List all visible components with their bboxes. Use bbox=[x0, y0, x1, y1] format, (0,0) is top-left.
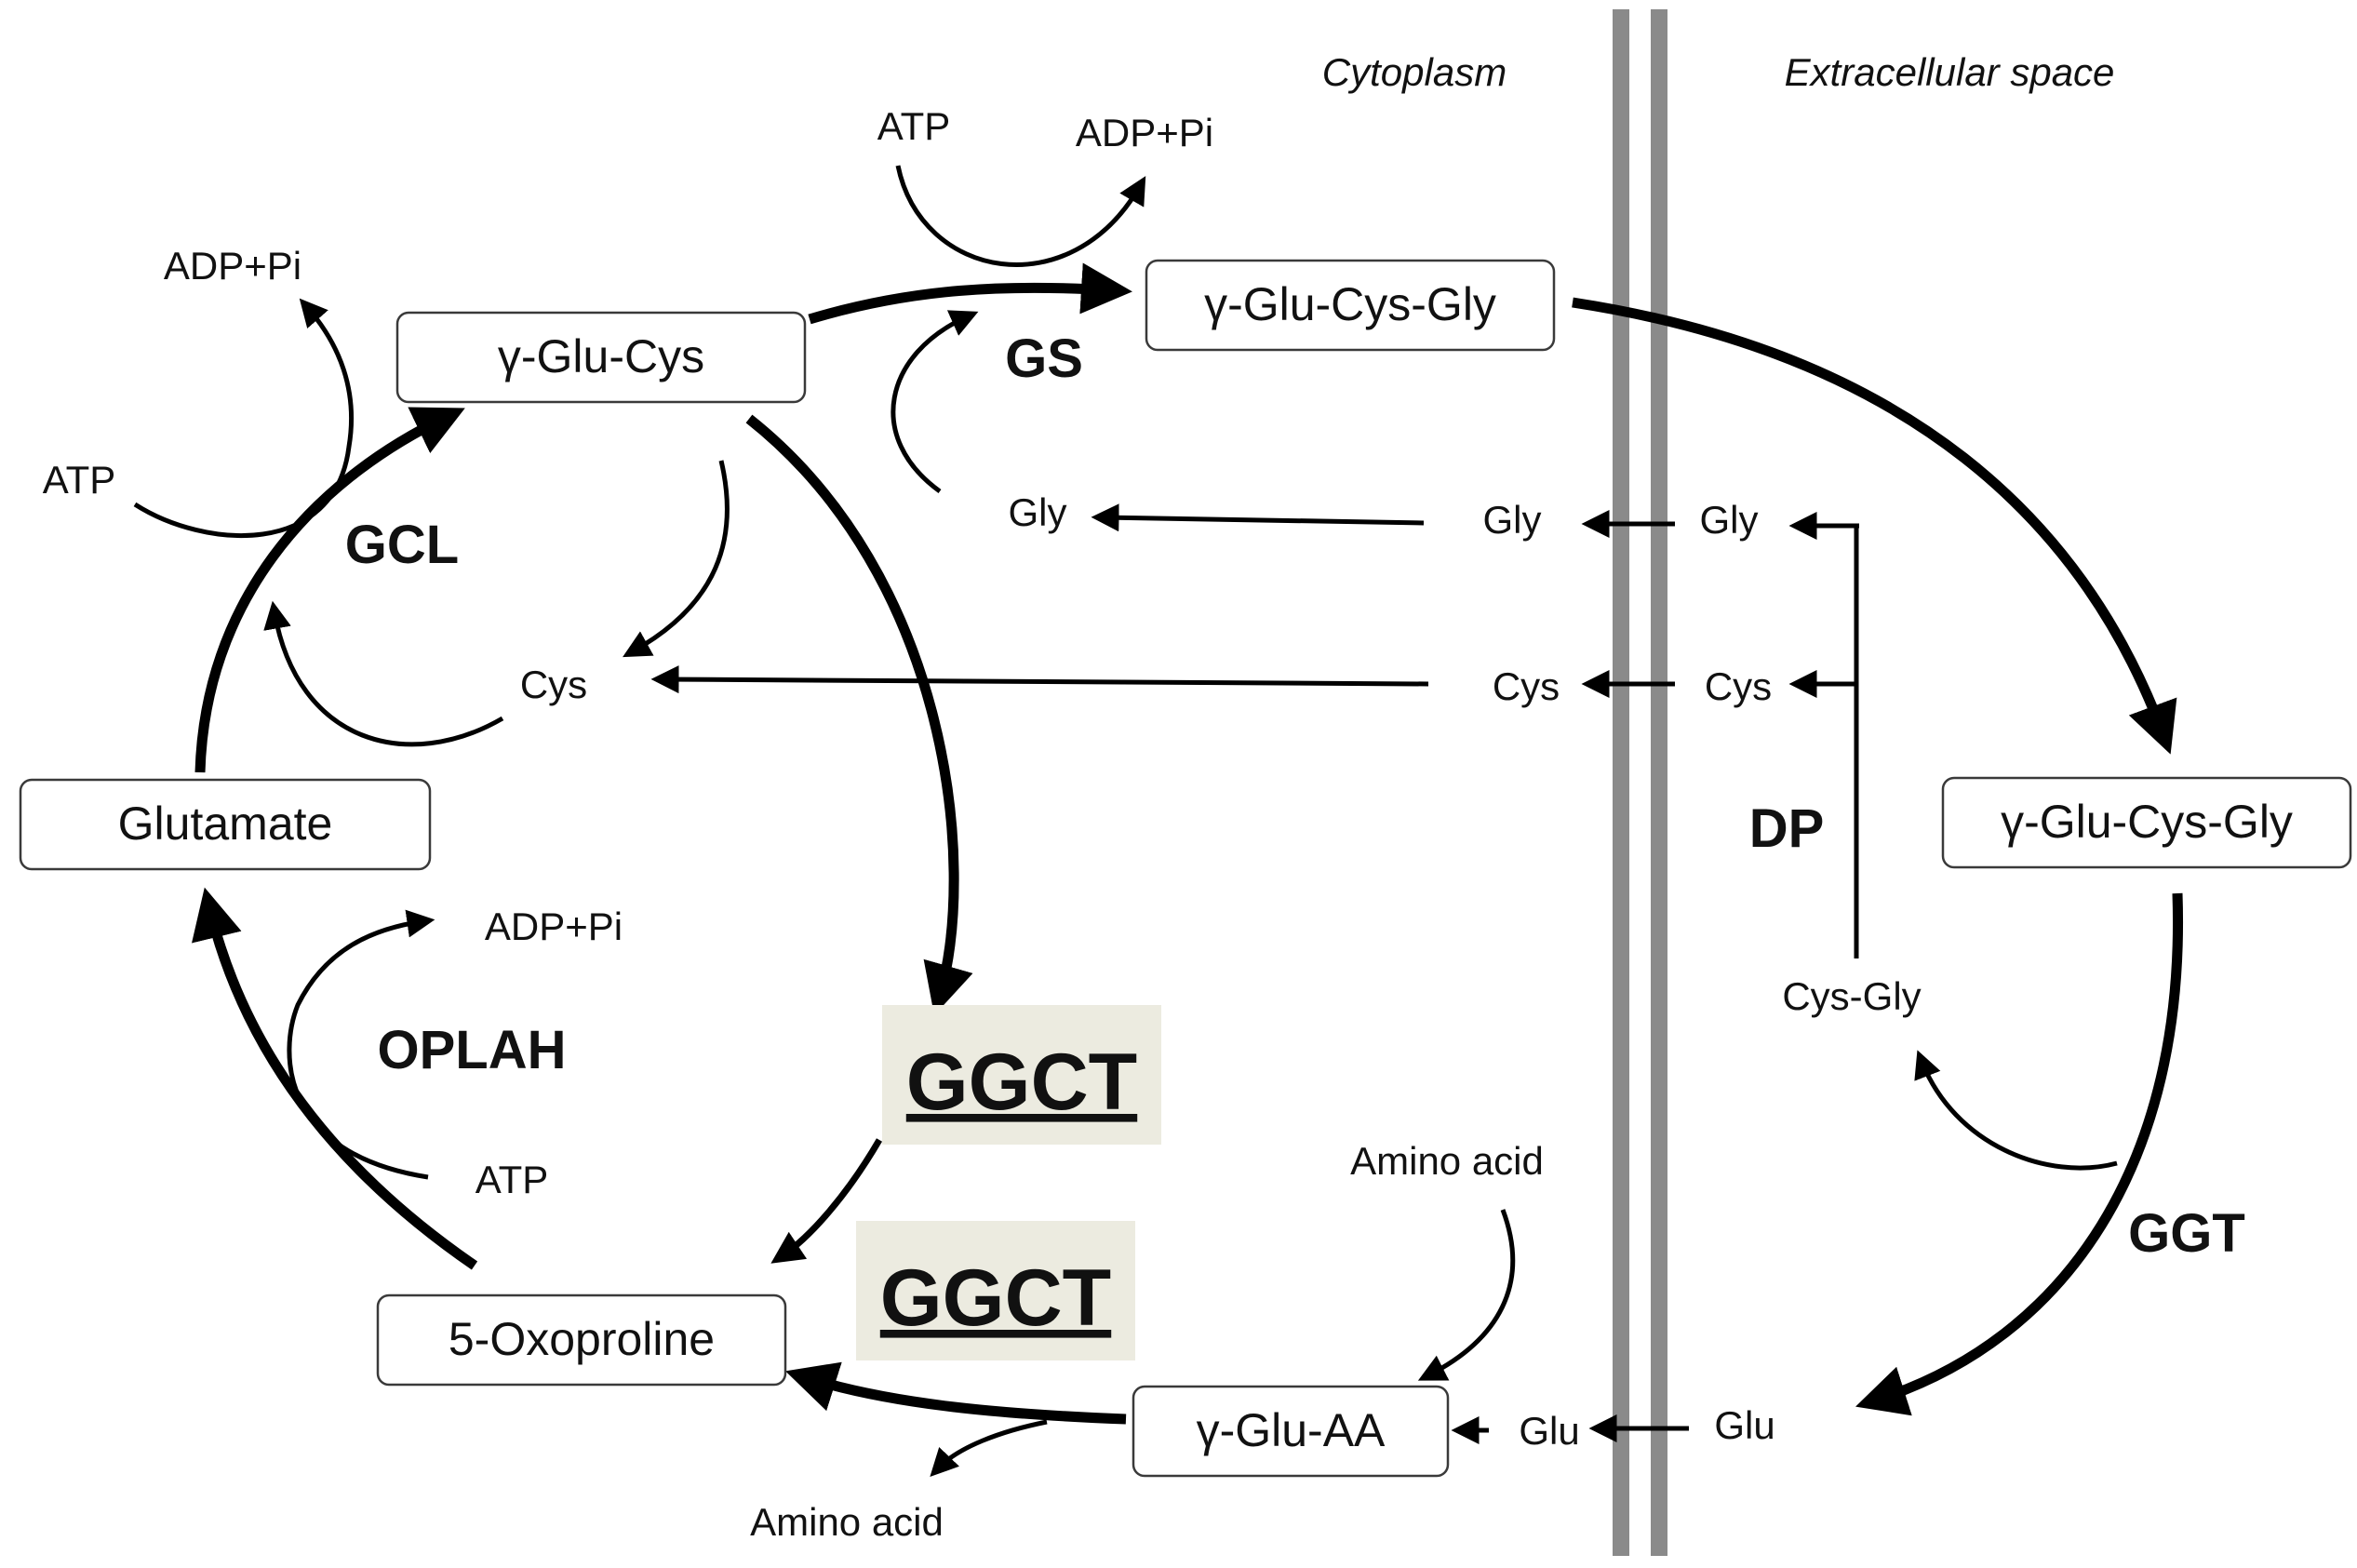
enzyme-oplah: OPLAH bbox=[378, 1020, 567, 1080]
arrow-oxoproline-to-glutamate bbox=[192, 887, 478, 1270]
enzyme-ggct-lower: GGCT bbox=[856, 1221, 1135, 1360]
svg-text:Glutamate: Glutamate bbox=[118, 797, 333, 850]
node-glu-cys: γ-Glu-Cys bbox=[395, 311, 807, 404]
node-gsh-extracellular: γ-Glu-Cys-Gly bbox=[1941, 776, 2352, 869]
extracellular-label: Extracellular space bbox=[1785, 50, 2115, 94]
arrow-atp-adp-oplah bbox=[287, 909, 435, 1180]
membrane-line-left bbox=[1613, 9, 1629, 1556]
arrow-glucys-to-cys bbox=[623, 460, 730, 658]
label-amino-acid-bottom: Amino acid bbox=[750, 1500, 944, 1544]
arrow-gluaa-to-oxoproline bbox=[785, 1361, 1127, 1425]
label-cys-membrane-out: Cys bbox=[1705, 664, 1772, 708]
arrow-gly-cytoplasm bbox=[1091, 503, 1425, 532]
enzyme-gcl: GCL bbox=[345, 515, 459, 575]
label-amino-acid-top: Amino acid bbox=[1350, 1139, 1544, 1183]
label-cys-cytoplasm: Cys bbox=[520, 663, 587, 706]
arrow-cys-into-gcl bbox=[263, 600, 504, 747]
arrow-aminoacid-uptake bbox=[1417, 1209, 1516, 1381]
arrow-atp-adp-gs bbox=[895, 165, 1146, 267]
svg-text:GGCT: GGCT bbox=[906, 1038, 1137, 1127]
arrow-glucys-to-oxoproline bbox=[745, 414, 973, 1016]
node-glutamate: Glutamate bbox=[19, 778, 432, 871]
label-adp-gcl: ADP+Pi bbox=[164, 244, 301, 288]
arrow-ggt-to-cysgly bbox=[1914, 1050, 2118, 1171]
label-atp-gcl: ATP bbox=[43, 458, 116, 502]
label-adp-oplah: ADP+Pi bbox=[485, 905, 623, 948]
svg-text:γ-Glu-Cys-Gly: γ-Glu-Cys-Gly bbox=[2001, 796, 2293, 848]
label-cys-membrane-in: Cys bbox=[1493, 664, 1560, 708]
arrow-ggt bbox=[1855, 892, 2184, 1416]
arrow-gly-into-gs bbox=[891, 310, 979, 494]
arrow-glutamate-to-glucys bbox=[194, 407, 465, 773]
arrow-gsh-export bbox=[1572, 297, 2177, 755]
enzyme-dp: DP bbox=[1749, 798, 1825, 859]
arrow-glucys-to-gsh bbox=[808, 262, 1132, 325]
label-atp-oplah: ATP bbox=[475, 1158, 549, 1201]
node-gsh-cytoplasm: γ-Glu-Cys-Gly bbox=[1145, 259, 1556, 352]
svg-text:GGCT: GGCT bbox=[880, 1253, 1111, 1343]
cytoplasm-label: Cytoplasm bbox=[1322, 50, 1507, 94]
arrow-cys-cytoplasm bbox=[650, 665, 1429, 694]
arrow-aminoacid-release bbox=[930, 1419, 1048, 1478]
label-atp-gs: ATP bbox=[877, 104, 951, 148]
label-glu-out: Glu bbox=[1714, 1403, 1774, 1447]
arrow-ggct-to-oxoproline bbox=[770, 1138, 883, 1264]
label-adp-gs: ADP+Pi bbox=[1076, 111, 1213, 154]
label-gly-membrane-out: Gly bbox=[1700, 498, 1759, 542]
label-cys-gly: Cys-Gly bbox=[1782, 974, 1921, 1018]
svg-text:γ-Glu-Cys-Gly: γ-Glu-Cys-Gly bbox=[1204, 278, 1496, 330]
enzyme-gs: GS bbox=[1005, 328, 1083, 389]
node-glu-aa: γ-Glu-AA bbox=[1132, 1385, 1450, 1478]
node-oxoproline: 5-Oxoproline bbox=[376, 1293, 787, 1387]
arrow-atp-adp-gcl bbox=[133, 298, 355, 539]
svg-text:γ-Glu-Cys: γ-Glu-Cys bbox=[498, 330, 704, 382]
label-glu-in: Glu bbox=[1519, 1409, 1579, 1453]
label-gly-cytoplasm: Gly bbox=[1009, 490, 1067, 534]
svg-text:γ-Glu-AA: γ-Glu-AA bbox=[1197, 1404, 1386, 1456]
label-gly-membrane-in: Gly bbox=[1483, 498, 1542, 542]
enzyme-ggt: GGT bbox=[2128, 1203, 2245, 1264]
svg-text:5-Oxoproline: 5-Oxoproline bbox=[449, 1313, 715, 1365]
enzyme-ggct-upper: GGCT bbox=[882, 1005, 1161, 1145]
membrane-line-right bbox=[1651, 9, 1667, 1556]
